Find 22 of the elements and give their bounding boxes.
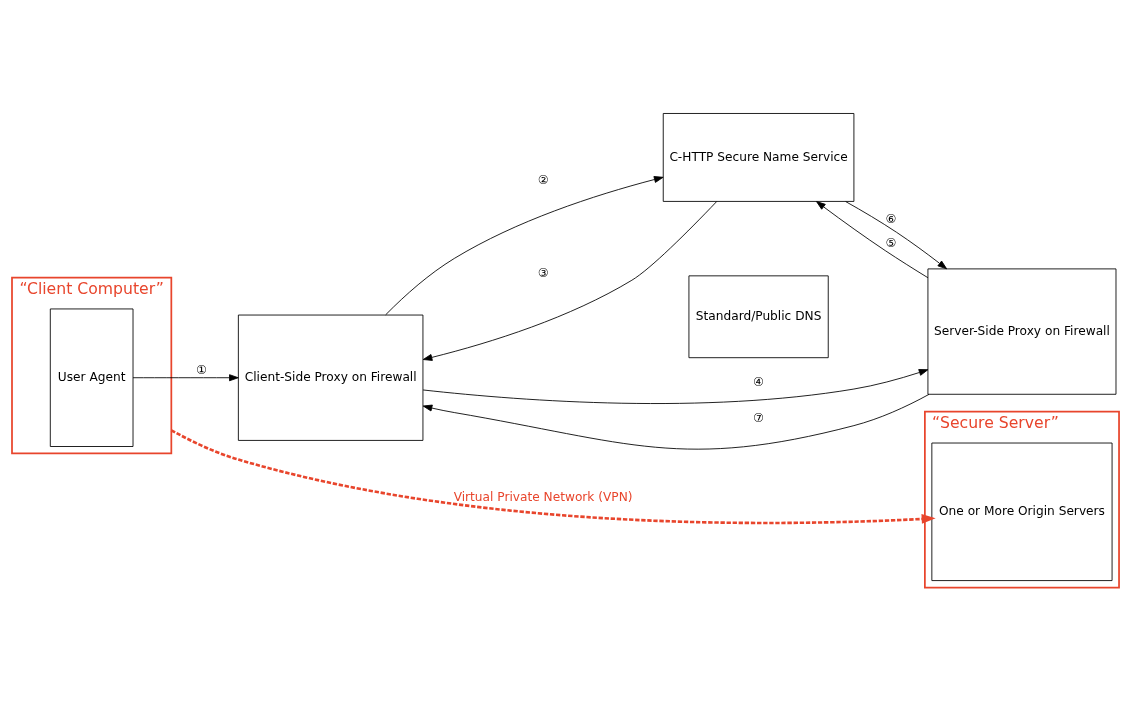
node-box: User Agent: [49, 308, 134, 447]
edge-label: Virtual Private Network (VPN): [453, 489, 633, 504]
node-box: One or More Origin Servers: [931, 442, 1113, 582]
edge-label: ⑤: [885, 236, 897, 251]
node-box: Standard/Public DNS: [688, 275, 829, 359]
arrow: [422, 393, 930, 450]
arrow: [170, 429, 936, 525]
edge-label: ②: [537, 172, 549, 187]
edge-label: ④: [753, 374, 765, 389]
arrow: [816, 201, 929, 279]
arrow: [845, 201, 948, 270]
edge-label: ③: [537, 265, 549, 280]
node-box: Server-Side Proxy on Firewall: [927, 268, 1117, 395]
edge-label: ⑦: [753, 411, 765, 426]
node-box: C-HTTP Secure Name Service: [662, 113, 855, 202]
edge-label: ①: [195, 363, 207, 378]
node-box: Client-Side Proxy on Firewall: [237, 314, 424, 441]
arrow: [422, 369, 929, 404]
arrow: [422, 201, 718, 361]
edge-label: ⑥: [885, 211, 897, 226]
arrow: [385, 176, 664, 316]
arrow: [132, 374, 239, 382]
